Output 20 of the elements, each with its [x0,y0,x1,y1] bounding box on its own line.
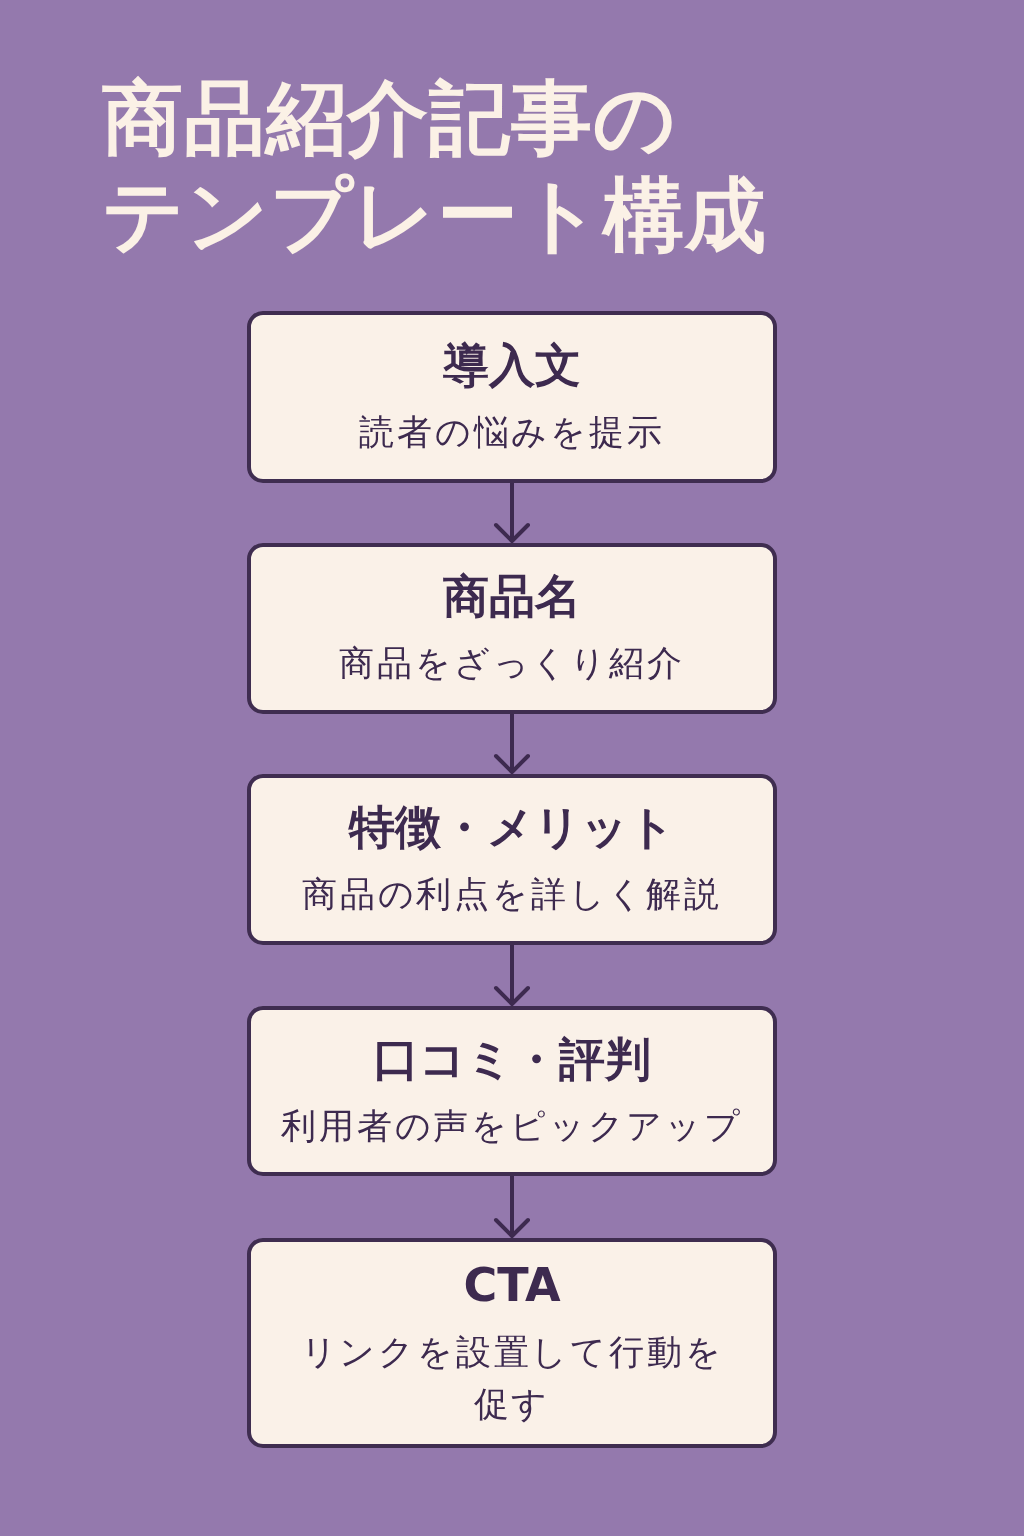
step-description: 商品の利点を詳しく解説 [302,873,722,916]
step-heading: CTA [463,1256,561,1313]
step-heading: 導入文 [443,336,581,393]
process-box [247,1006,777,1176]
step-heading: 口コミ・評判 [373,1030,651,1087]
step-description: 読者の悩みを提示 [359,410,665,454]
arrow [494,714,530,774]
process-box [247,1238,777,1448]
arrow [494,1176,530,1238]
title: 商品紹介記事のテンプレート構成 [102,70,768,264]
process-box [247,311,777,483]
step-description: リンクを設置して行動を促す [299,1330,725,1426]
process-box [247,774,777,945]
process-box [247,543,777,714]
step-description: 利用者の声をピックアップ [281,1104,743,1148]
step-description: 商品をざっくり紹介 [339,642,685,685]
step-heading: 特徴・メリット [349,799,675,855]
arrow [494,945,530,1006]
step-heading: 商品名 [443,568,581,624]
arrow [494,483,530,543]
